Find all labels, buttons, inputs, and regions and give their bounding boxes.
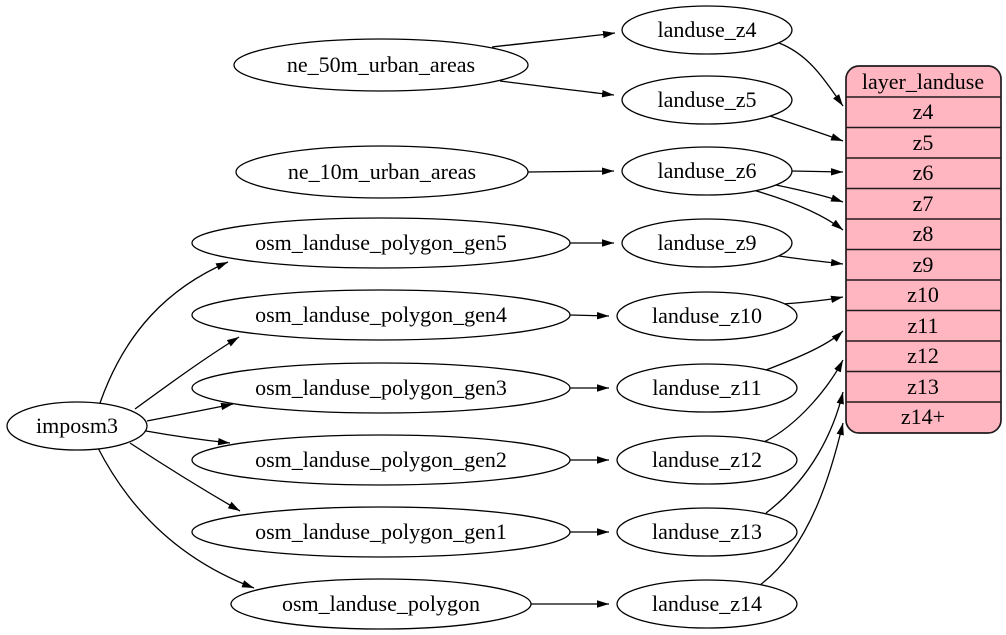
edge-imposm3-osm_landuse_polygon_gen4 — [134, 336, 240, 410]
edge-landuse_z12-layer_landuse-z12 — [763, 359, 844, 443]
record-row-z5: z5 — [913, 130, 934, 155]
node-label-osm_landuse_polygon_gen2: osm_landuse_polygon_gen2 — [255, 447, 507, 472]
node-ellipse-landuse_z5 — [621, 75, 793, 125]
node-label-landuse_z10: landuse_z10 — [652, 303, 762, 328]
node-label-landuse_z14: landuse_z14 — [652, 591, 762, 616]
node-ellipse-landuse_z6 — [621, 146, 793, 196]
node-landuse_z6: landuse_z6 — [621, 146, 793, 196]
edge-ne_10m_urban_areas-landuse_z6 — [527, 167, 615, 175]
record-row-z6: z6 — [913, 160, 934, 185]
node-label-landuse_z13: landuse_z13 — [652, 519, 762, 544]
node-label-landuse_z9: landuse_z9 — [658, 230, 757, 255]
record-row-z12: z12 — [907, 343, 939, 368]
edge-imposm3-osm_landuse_polygon_gen1 — [129, 442, 241, 512]
node-ne_10m_urban_areas: ne_10m_urban_areas — [235, 145, 529, 199]
node-ellipse-imposm3 — [6, 401, 148, 451]
record-row-z11: z11 — [908, 313, 939, 338]
node-label-ne_50m_urban_areas: ne_50m_urban_areas — [287, 52, 475, 77]
node-ellipse-landuse_z13 — [616, 507, 798, 557]
node-landuse_z12: landuse_z12 — [616, 435, 798, 485]
edge-landuse_z4-layer_landuse-z4 — [778, 42, 844, 107]
node-osm_landuse_polygon: osm_landuse_polygon — [230, 578, 532, 630]
node-ellipse-osm_landuse_polygon_gen3 — [191, 362, 571, 414]
nodes-layer: imposm3 ne_50m_urban_areas ne_10m_urban_… — [6, 5, 798, 630]
node-ne_50m_urban_areas: ne_50m_urban_areas — [233, 38, 529, 92]
record-row-z14plus: z14+ — [901, 404, 945, 429]
node-landuse_z4: landuse_z4 — [621, 5, 793, 55]
node-label-osm_landuse_polygon: osm_landuse_polygon — [282, 591, 480, 616]
edge-ne_50m_urban_areas-landuse_z5 — [499, 80, 615, 98]
node-ellipse-osm_landuse_polygon_gen4 — [191, 289, 571, 341]
node-landuse_z10: landuse_z10 — [616, 291, 798, 341]
node-label-landuse_z11: landuse_z11 — [652, 375, 761, 400]
node-ellipse-landuse_z11 — [616, 363, 798, 413]
edge-landuse_z14-layer_landuse-z14plus — [759, 422, 844, 586]
node-osm_landuse_polygon_gen5: osm_landuse_polygon_gen5 — [191, 217, 571, 269]
node-ellipse-landuse_z10 — [616, 291, 798, 341]
edge-ne_50m_urban_areas-landuse_z4 — [491, 30, 616, 48]
node-label-osm_landuse_polygon_gen3: osm_landuse_polygon_gen3 — [255, 375, 507, 400]
node-ellipse-landuse_z12 — [616, 435, 798, 485]
node-landuse_z14: landuse_z14 — [616, 579, 798, 629]
record-row-z13: z13 — [907, 374, 939, 399]
node-label-osm_landuse_polygon_gen1: osm_landuse_polygon_gen1 — [255, 519, 507, 544]
node-label-ne_10m_urban_areas: ne_10m_urban_areas — [288, 159, 476, 184]
node-osm_landuse_polygon_gen4: osm_landuse_polygon_gen4 — [191, 289, 571, 341]
edge-landuse_z10-layer_landuse-z10 — [782, 295, 844, 305]
edge-imposm3-osm_landuse_polygon_gen2 — [145, 430, 231, 446]
edge-imposm3-osm_landuse_polygon — [97, 447, 255, 589]
edges-layer — [97, 30, 844, 608]
node-label-landuse_z4: landuse_z4 — [658, 17, 757, 42]
record-title: layer_landuse — [862, 69, 984, 94]
node-ellipse-landuse_z9 — [621, 218, 793, 268]
edge-landuse_z5-layer_landuse-z5 — [769, 115, 844, 142]
node-osm_landuse_polygon_gen2: osm_landuse_polygon_gen2 — [191, 434, 571, 486]
edge-landuse_z6-layer_landuse-z8 — [752, 189, 844, 231]
node-imposm3: imposm3 — [6, 401, 148, 451]
record-row-z4: z4 — [913, 99, 934, 124]
node-label-landuse_z6: landuse_z6 — [658, 158, 757, 183]
node-landuse_z5: landuse_z5 — [621, 75, 793, 125]
node-label-osm_landuse_polygon_gen5: osm_landuse_polygon_gen5 — [255, 230, 507, 255]
node-label-landuse_z12: landuse_z12 — [652, 447, 762, 472]
edge-landuse_z11-layer_landuse-z11 — [765, 330, 844, 371]
node-ellipse-osm_landuse_polygon — [230, 578, 532, 630]
edge-imposm3-osm_landuse_polygon_gen3 — [146, 402, 234, 422]
edge-landuse_z6-layer_landuse-z7 — [775, 184, 844, 203]
edge-landuse_z9-layer_landuse-z9 — [778, 255, 844, 267]
node-ellipse-osm_landuse_polygon_gen1 — [191, 506, 571, 558]
node-landuse_z13: landuse_z13 — [616, 507, 798, 557]
node-label-landuse_z5: landuse_z5 — [658, 87, 757, 112]
record-row-z7: z7 — [913, 191, 934, 216]
record-row-z9: z9 — [913, 252, 934, 277]
node-landuse_z11: landuse_z11 — [616, 363, 798, 413]
edge-landuse_z13-layer_landuse-z13 — [765, 391, 844, 514]
edge-landuse_z6-layer_landuse-z6 — [791, 168, 844, 176]
node-label-imposm3: imposm3 — [36, 413, 118, 438]
edge-imposm3-osm_landuse_polygon_gen5 — [99, 261, 229, 404]
node-landuse_z9: landuse_z9 — [621, 218, 793, 268]
node-ellipse-ne_10m_urban_areas — [235, 145, 529, 199]
node-ellipse-landuse_z14 — [616, 579, 798, 629]
node-ellipse-ne_50m_urban_areas — [233, 38, 529, 92]
edge-osm_landuse_polygon_gen4-landuse_z10 — [569, 311, 610, 320]
record-node-layer_landuse: layer_landuse z4 z5 z6 z7 z8 z9 z10 z11 … — [845, 65, 1002, 434]
node-label-osm_landuse_polygon_gen4: osm_landuse_polygon_gen4 — [255, 302, 507, 327]
record-row-z10: z10 — [907, 282, 939, 307]
node-ellipse-landuse_z4 — [621, 5, 793, 55]
node-ellipse-osm_landuse_polygon_gen2 — [191, 434, 571, 486]
node-ellipse-osm_landuse_polygon_gen5 — [191, 217, 571, 269]
node-osm_landuse_polygon_gen1: osm_landuse_polygon_gen1 — [191, 506, 571, 558]
node-osm_landuse_polygon_gen3: osm_landuse_polygon_gen3 — [191, 362, 571, 414]
record-row-z8: z8 — [913, 221, 934, 246]
